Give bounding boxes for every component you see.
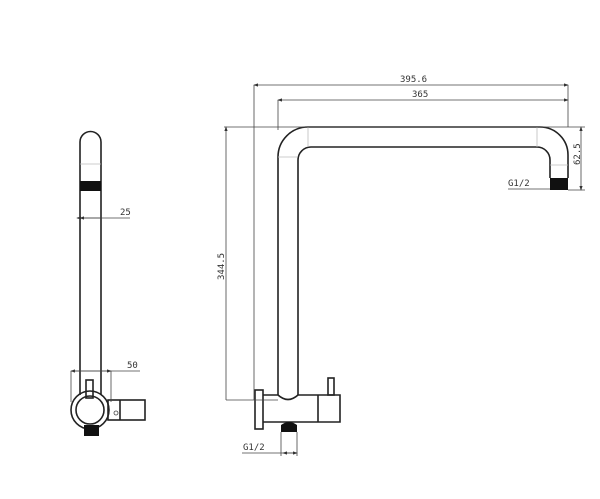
flange (254, 389, 264, 430)
dim-365: 365 (412, 90, 428, 100)
arm-outer (277, 126, 569, 395)
side-knob (85, 379, 94, 399)
side-band (80, 181, 101, 191)
side-block (107, 399, 146, 421)
valve-knob (327, 377, 335, 396)
side-pipe (79, 130, 102, 395)
outlet-nut (550, 178, 568, 190)
dim-395-6: 395.6 (400, 75, 427, 85)
dim-25: 25 (120, 208, 131, 218)
side-view: 25 50 (70, 130, 146, 436)
dim-344-5: 344.5 (217, 253, 227, 280)
dim-62-5: 62.5 (573, 143, 583, 165)
outlet-thread-label: G1/2 (508, 179, 530, 189)
inlet-nut (281, 422, 297, 432)
dim-50: 50 (127, 361, 138, 371)
valve-body (263, 394, 341, 423)
side-nut (84, 425, 99, 436)
arm-inner (297, 146, 551, 395)
front-view: 395.6 365 344.5 62.5 G1/2 G1/2 (217, 75, 585, 456)
inlet-thread-label: G1/2 (243, 443, 265, 453)
